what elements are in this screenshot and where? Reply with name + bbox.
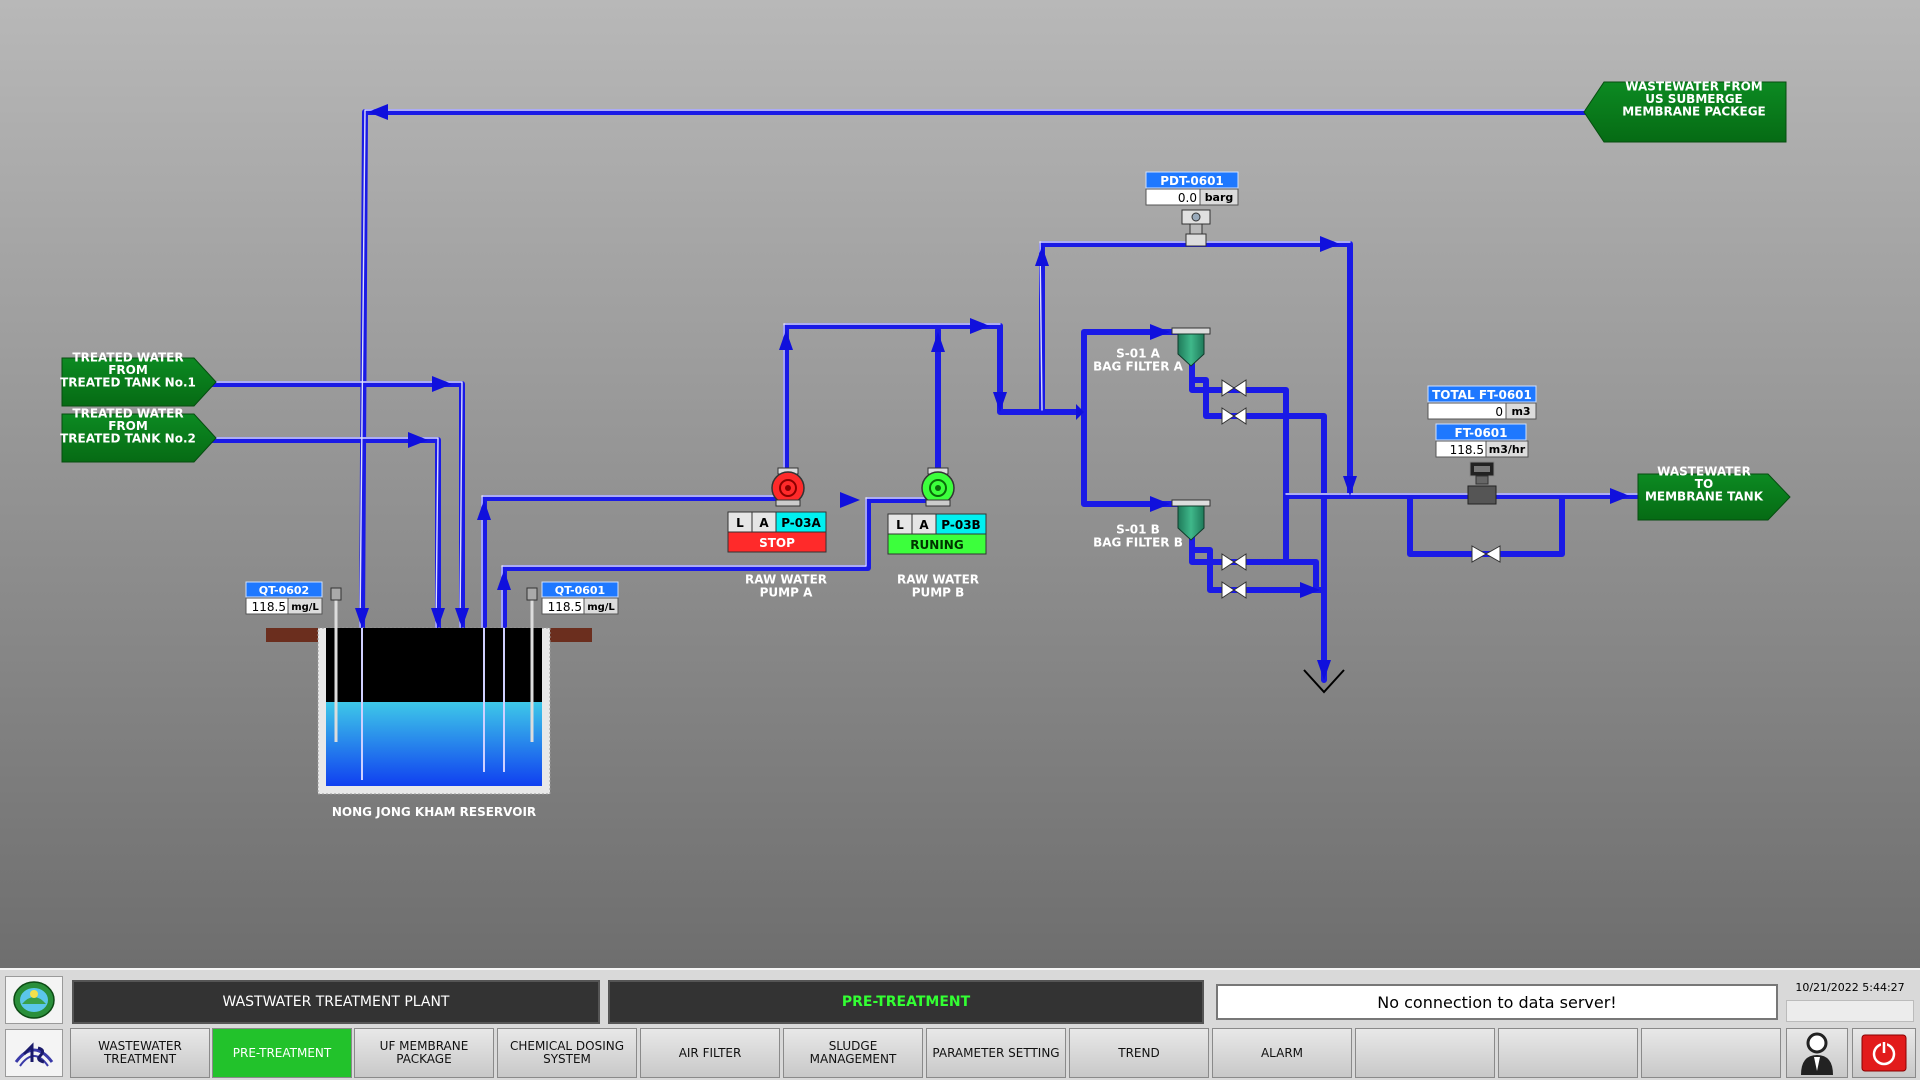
valve-icon[interactable] bbox=[1221, 407, 1247, 425]
qt0602-value: 118.5 bbox=[252, 600, 286, 614]
qt0602-unit: mg/L bbox=[291, 602, 319, 613]
nav-parameter-setting[interactable]: PARAMETER SETTING bbox=[926, 1028, 1066, 1078]
qt0602-tag: QT-0602 bbox=[259, 584, 309, 597]
power-icon bbox=[1861, 1034, 1907, 1072]
qt0601-value: 118.5 bbox=[548, 600, 582, 614]
power-button[interactable] bbox=[1852, 1028, 1916, 1078]
connection-status: No connection to data server! bbox=[1216, 984, 1778, 1020]
nav-alarm[interactable]: ALARM bbox=[1212, 1028, 1352, 1078]
instrument-qt0601[interactable]: QT-0601 118.5 mg/L bbox=[541, 581, 619, 615]
globe-logo-icon bbox=[5, 976, 63, 1024]
total-ft0601-tag: TOTAL FT-0601 bbox=[1432, 388, 1532, 402]
pressure-transmitter-icon bbox=[1181, 209, 1211, 247]
valve-icon[interactable] bbox=[1221, 581, 1247, 599]
drain-arrow-icon bbox=[1303, 669, 1345, 694]
valves bbox=[1221, 379, 1501, 599]
valve-icon[interactable] bbox=[1221, 379, 1247, 397]
pdt0601-value: 0.0 bbox=[1178, 191, 1197, 205]
nav-uf-membrane-package[interactable]: UF MEMBRANE PACKAGE bbox=[354, 1028, 494, 1078]
ft0601-tag: FT-0601 bbox=[1455, 426, 1508, 440]
datetime-display: 10/21/2022 5:44:27 bbox=[1795, 980, 1905, 994]
pump-b-tag: P-03B bbox=[941, 518, 980, 532]
instrument-total-ft0601[interactable]: TOTAL FT-0601 0 m3 bbox=[1427, 385, 1537, 420]
background bbox=[0, 0, 1920, 968]
pump-b-mode-l: L bbox=[896, 518, 904, 532]
user-button[interactable] bbox=[1786, 1028, 1848, 1078]
reservoir-ground-left bbox=[266, 628, 318, 642]
ft0601-unit: m3/hr bbox=[1489, 443, 1526, 456]
bag-filter-icon bbox=[1171, 327, 1211, 367]
pump-b-status: RUNING bbox=[910, 538, 963, 552]
company-logo-icon bbox=[5, 1029, 63, 1077]
analyzer-probe-icon bbox=[526, 587, 538, 742]
valve-icon[interactable] bbox=[1221, 553, 1247, 571]
pump-a-mode-a: A bbox=[759, 516, 769, 530]
pdt0601-unit: barg bbox=[1205, 191, 1234, 204]
nav-blank-3[interactable] bbox=[1641, 1028, 1781, 1078]
nav-blank-1[interactable] bbox=[1355, 1028, 1495, 1078]
bag-filter-icon bbox=[1171, 499, 1211, 541]
total-ft0601-value: 0 bbox=[1495, 405, 1503, 419]
pump-icon bbox=[771, 467, 805, 507]
nav-chemical-dosing-system[interactable]: CHEMICAL DOSING SYSTEM bbox=[497, 1028, 637, 1078]
pdt0601-tag: PDT-0601 bbox=[1160, 174, 1224, 188]
plant-title: WASTWATER TREATMENT PLANT bbox=[72, 980, 600, 1024]
qt0601-unit: mg/L bbox=[587, 602, 615, 613]
flow-meter-icon bbox=[1467, 461, 1497, 505]
user-icon bbox=[1801, 1032, 1833, 1075]
pump-a-mode-l: L bbox=[736, 516, 744, 530]
pump-a-status: STOP bbox=[759, 536, 795, 550]
bottom-navigation-bar: WASTWATER TREATMENT PLANT PRE-TREATMENT … bbox=[0, 968, 1920, 1080]
datetime-blank-field bbox=[1786, 1000, 1914, 1022]
qt0601-tag: QT-0601 bbox=[555, 584, 605, 597]
reservoir-ground-right bbox=[542, 628, 592, 642]
reservoir-label: NONG JONG KHAM RESERVOIR bbox=[332, 805, 536, 819]
reservoir-water-level bbox=[326, 702, 542, 786]
pipe-network bbox=[207, 109, 1643, 773]
valve-icon[interactable] bbox=[1471, 545, 1501, 563]
nav-sludge-management[interactable]: SLUDGE MANAGEMENT bbox=[783, 1028, 923, 1078]
pump-b-mode-a: A bbox=[919, 518, 929, 532]
nav-wastewater-treatment[interactable]: WASTEWATER TREATMENT bbox=[70, 1028, 210, 1078]
instrument-ft0601[interactable]: FT-0601 118.5 m3/hr bbox=[1435, 423, 1529, 505]
flow-arrows bbox=[355, 104, 1630, 680]
ft0601-value: 118.5 bbox=[1450, 443, 1484, 457]
instrument-pdt0601[interactable]: PDT-0601 0.0 barg bbox=[1145, 171, 1239, 247]
instrument-qt0602[interactable]: QT-0602 118.5 mg/L bbox=[245, 581, 323, 615]
reservoir: NONG JONG KHAM RESERVOIR bbox=[266, 587, 592, 819]
screen-title: PRE-TREATMENT bbox=[608, 980, 1204, 1024]
analyzer-probe-icon bbox=[330, 587, 342, 742]
nav-air-filter[interactable]: AIR FILTER bbox=[640, 1028, 780, 1078]
pump-a-tag: P-03A bbox=[781, 516, 821, 530]
nav-blank-2[interactable] bbox=[1498, 1028, 1638, 1078]
nav-pre-treatment[interactable]: PRE-TREATMENT bbox=[212, 1028, 352, 1078]
total-ft0601-unit: m3 bbox=[1511, 405, 1530, 418]
pump-icon bbox=[921, 467, 955, 507]
nav-trend[interactable]: TREND bbox=[1069, 1028, 1209, 1078]
